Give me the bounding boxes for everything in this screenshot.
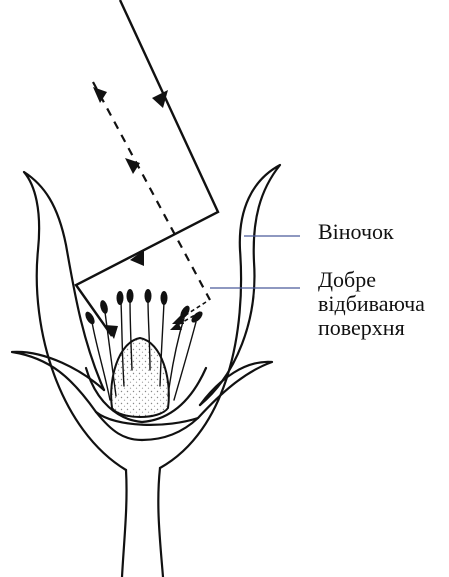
anther [145,289,152,303]
anther [99,299,109,314]
reflective-surface-label-line-3: поверхня [318,316,425,340]
reflective-surface-label: Добре відбиваюча поверхня [318,268,425,340]
corolla-outline [12,165,280,470]
anther [127,289,134,303]
arrowhead [93,87,107,103]
anther [161,291,168,305]
arrowhead [125,158,140,174]
flower-stem [122,468,163,577]
reflective-surface-label-line-1: Добре [318,268,425,292]
reflective-surface-label-line-2: відбиваюча [318,292,425,316]
solid-light-ray [76,0,218,336]
corolla-label: Віночок [318,220,394,244]
ray-arrowheads [105,90,168,339]
anther [117,291,124,305]
dashed-ray-arrowheads [93,87,140,174]
